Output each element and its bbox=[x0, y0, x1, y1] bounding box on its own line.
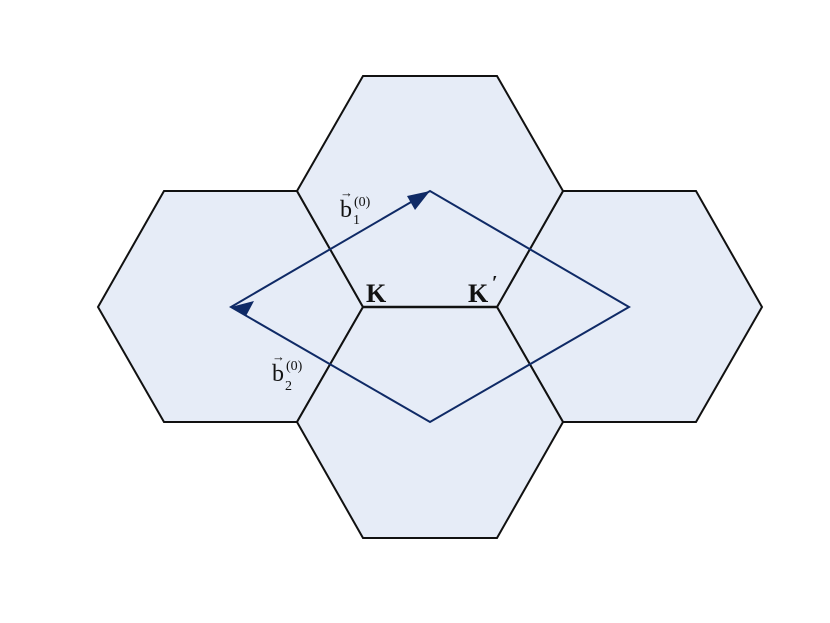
b2-superscript: (0) bbox=[286, 359, 303, 374]
reciprocal-rhombus bbox=[229, 189, 631, 424]
b2-letter: b bbox=[272, 361, 284, 387]
b2-vector-label: → b 2 (0) bbox=[272, 349, 303, 394]
b1-letter: b bbox=[340, 197, 352, 223]
b1-subscript: 1 bbox=[353, 213, 360, 228]
k-prime-point-label: K bbox=[468, 279, 489, 308]
b2-arrow-glyph: → bbox=[272, 349, 285, 364]
b1-arrow-glyph: → bbox=[340, 185, 353, 200]
k-point-label: K bbox=[366, 279, 387, 308]
b1-arrowhead bbox=[407, 191, 430, 210]
b2-subscript: 2 bbox=[285, 379, 292, 394]
b1-superscript: (0) bbox=[354, 195, 371, 210]
b2-arrowhead bbox=[231, 301, 254, 316]
b1-vector-label: → b 1 (0) bbox=[340, 185, 371, 228]
k-prime-mark: ′ bbox=[492, 272, 498, 294]
